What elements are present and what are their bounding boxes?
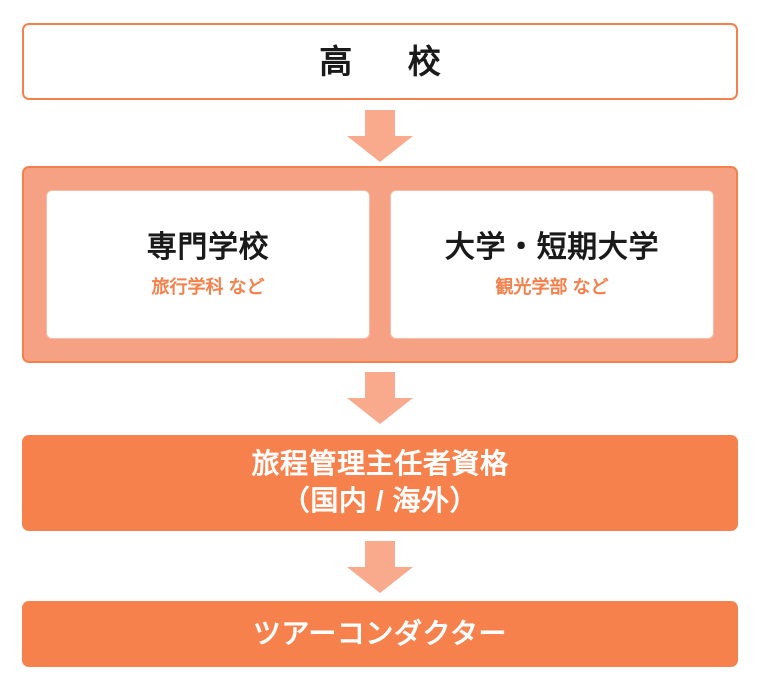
high-school-label: 高 校: [319, 42, 452, 80]
university-subtitle: 観光学部 など: [495, 277, 609, 298]
vocational-school-subtitle: 旅行学科 など: [151, 277, 265, 298]
flow-step-education-options: 専門学校 旅行学科 など 大学・短期大学 観光学部 など: [22, 166, 738, 363]
flow-step-high-school: 高 校: [22, 23, 738, 100]
qualification-label-line2: （国内 / 海外）: [281, 485, 479, 516]
arrow-down-icon-1: [347, 110, 413, 162]
university-title: 大学・短期大学: [444, 231, 660, 265]
qualification-label-line1: 旅程管理主任者資格: [251, 448, 509, 480]
vocational-school-title: 専門学校: [146, 231, 270, 265]
tour-conductor-label: ツアーコンダクター: [252, 617, 508, 649]
flow-step-qualification: 旅程管理主任者資格 （国内 / 海外）: [22, 435, 738, 531]
arrow-down-icon-2: [347, 372, 413, 424]
flow-step-tour-conductor: ツアーコンダクター: [22, 601, 738, 667]
arrow-down-icon-3: [347, 541, 413, 593]
education-card-university: 大学・短期大学 観光学部 など: [390, 190, 714, 339]
education-card-vocational-school: 専門学校 旅行学科 など: [46, 190, 370, 339]
